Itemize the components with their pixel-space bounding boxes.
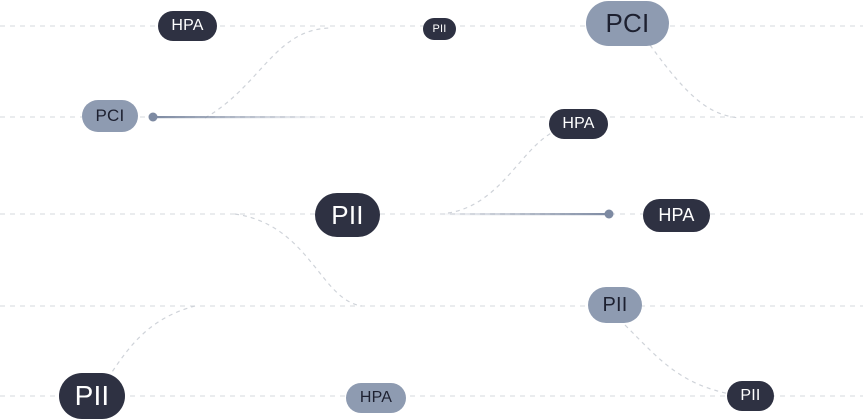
link-endpoint-dot <box>148 112 158 122</box>
tag-pci[interactable]: PCI <box>586 1 669 46</box>
connector-curve <box>624 324 736 396</box>
tag-pii[interactable]: PII <box>315 193 380 237</box>
tag-hpa[interactable]: HPA <box>158 11 217 41</box>
tag-pii[interactable]: PII <box>588 287 642 323</box>
tag-hpa[interactable]: HPA <box>549 109 608 139</box>
connector-curve <box>204 27 333 119</box>
connector-curve <box>234 213 363 307</box>
tag-pii[interactable]: PII <box>59 373 125 419</box>
tag-hpa[interactable]: HPA <box>346 383 406 413</box>
tag-pii[interactable]: PII <box>727 381 774 411</box>
tag-pci[interactable]: PCI <box>82 100 138 132</box>
connector-curve <box>649 44 741 119</box>
tag-hpa[interactable]: HPA <box>643 199 710 232</box>
link-endpoint-dot <box>604 209 614 219</box>
connector-curve <box>109 305 196 376</box>
tag-pii[interactable]: PII <box>423 18 456 40</box>
connector-curve <box>447 131 554 214</box>
active-link-line <box>435 213 609 216</box>
active-link-line <box>154 116 330 119</box>
